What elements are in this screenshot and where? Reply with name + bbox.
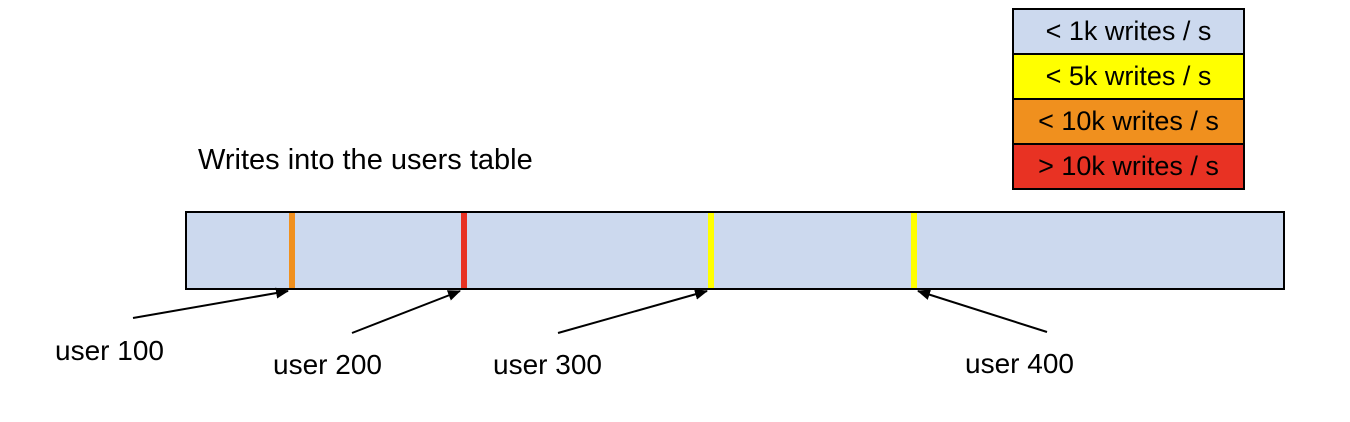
legend-item-label: < 1k writes / s — [1045, 16, 1212, 46]
write-rate-stripe-user-400 — [911, 213, 917, 288]
legend-item-lt-1k: < 1k writes / s — [1012, 8, 1245, 55]
legend-item-label: < 10k writes / s — [1038, 106, 1219, 136]
write-rate-stripe-user-200 — [461, 213, 467, 288]
legend-item-lt-5k: < 5k writes / s — [1012, 53, 1245, 100]
user-label-user-100: user 100 — [55, 335, 164, 366]
legend: < 1k writes / s < 5k writes / s < 10k wr… — [1012, 8, 1245, 190]
legend-item-label: < 5k writes / s — [1045, 61, 1212, 91]
user-label-user-300: user 300 — [493, 349, 602, 380]
diagram-title: Writes into the users table — [198, 144, 533, 176]
annotation-arrow-user-200 — [351, 290, 461, 334]
annotation-arrow-user-400 — [917, 289, 1048, 333]
annotation-arrow-user-300 — [557, 288, 708, 334]
write-rate-stripe-user-100 — [289, 213, 295, 288]
legend-item-label: > 10k writes / s — [1038, 151, 1219, 181]
user-label-user-200: user 200 — [273, 349, 382, 380]
write-rate-stripe-user-300 — [708, 213, 714, 288]
annotation-arrow-user-100 — [132, 287, 289, 319]
users-table-bar — [185, 211, 1285, 290]
legend-item-gt-10k: > 10k writes / s — [1012, 143, 1245, 190]
user-label-user-400: user 400 — [965, 348, 1074, 379]
legend-item-lt-10k: < 10k writes / s — [1012, 98, 1245, 145]
